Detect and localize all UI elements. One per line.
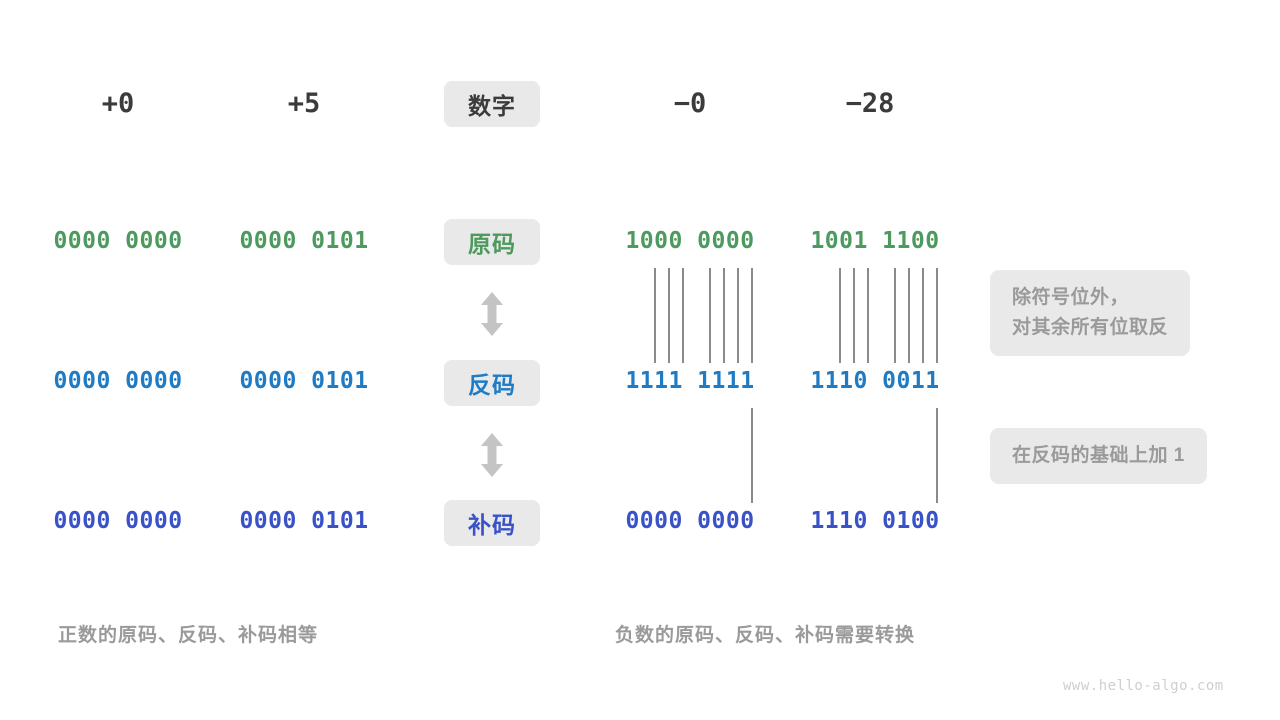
row-原码-plus-five: 0000 0101 xyxy=(239,228,369,254)
tick-line xyxy=(894,268,896,363)
row-反码-minus-28: 1110 0011 xyxy=(810,368,940,394)
tick-line xyxy=(668,268,670,363)
arrow-反码-to-补码 xyxy=(479,433,505,477)
row-原码-minus-zero: 1000 0000 xyxy=(625,228,755,254)
tick-line xyxy=(936,408,938,503)
note-ones-complement-rule: 除符号位外， 对其余所有位取反 xyxy=(990,270,1191,356)
header-badge-number: 数字 xyxy=(444,81,540,127)
row-补码-plus-five: 0000 0101 xyxy=(239,508,369,534)
header-plus-five: +5 xyxy=(287,88,321,119)
row-反码-minus-zero: 1111 1111 xyxy=(625,368,755,394)
tick-line xyxy=(853,268,855,363)
watermark: www.hello-algo.com xyxy=(1063,678,1224,694)
row-补码-minus-zero: 0000 0000 xyxy=(625,508,755,534)
row-补码-plus-zero: 0000 0000 xyxy=(53,508,183,534)
row-badge-补码: 补码 xyxy=(444,500,540,546)
tick-line xyxy=(922,268,924,363)
double-arrow-vertical-icon xyxy=(481,292,503,336)
arrow-原码-to-反码 xyxy=(479,292,505,336)
tick-line xyxy=(936,268,938,363)
tick-line xyxy=(751,268,753,363)
tick-line xyxy=(908,268,910,363)
tick-line xyxy=(737,268,739,363)
caption-negative: 负数的原码、反码、补码需要转换 xyxy=(615,625,916,646)
tick-line xyxy=(723,268,725,363)
row-badge-反码: 反码 xyxy=(444,360,540,406)
tick-line xyxy=(751,408,753,503)
caption-positive: 正数的原码、反码、补码相等 xyxy=(58,625,319,646)
double-arrow-vertical-icon xyxy=(481,433,503,477)
row-badge-原码: 原码 xyxy=(444,219,540,265)
tick-line xyxy=(682,268,684,363)
note-twos-complement-rule: 在反码的基础上加 1 xyxy=(990,428,1207,484)
tick-line xyxy=(839,268,841,363)
tick-line xyxy=(654,268,656,363)
row-补码-minus-28: 1110 0100 xyxy=(810,508,940,534)
row-反码-plus-zero: 0000 0000 xyxy=(53,368,183,394)
header-minus-twentyeight: −28 xyxy=(845,88,895,119)
tick-line xyxy=(867,268,869,363)
row-原码-plus-zero: 0000 0000 xyxy=(53,228,183,254)
row-原码-minus-28: 1001 1100 xyxy=(810,228,940,254)
header-plus-zero: +0 xyxy=(101,88,135,119)
row-反码-plus-five: 0000 0101 xyxy=(239,368,369,394)
tick-line xyxy=(709,268,711,363)
header-minus-zero: −0 xyxy=(673,88,707,119)
